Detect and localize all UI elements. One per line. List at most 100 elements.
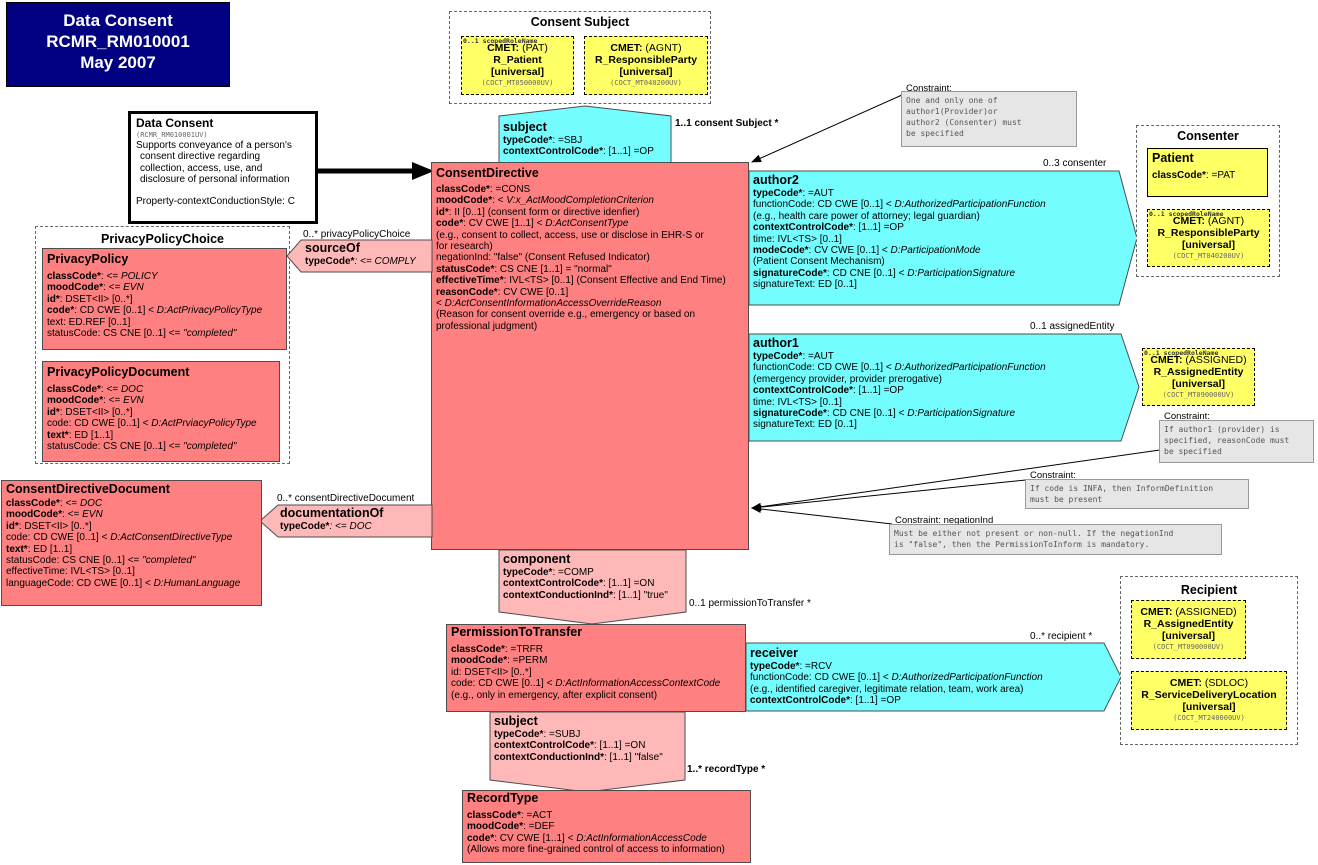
consenter-title: Consenter [1177,129,1239,143]
cmet-id: (COCT_MT090000UV) [1162,391,1235,399]
cmet-name: R_ResponsibleParty [594,54,698,66]
cmet-code: (ASSIGNED) [1185,354,1247,366]
scoped-role-name-label: 0..1 scopedRoleName [463,37,538,45]
attribute-line: statusCode: CS CNE [0..1] <= "completed" [6,555,196,567]
cmet-name: R_AssignedEntity [1153,366,1244,378]
attr-value: : <= DOC [329,521,372,532]
attribute-line: code: CD CWE [0..1] < D:ActInformationAc… [451,678,721,690]
attribute-line: text*: ED [1..1] [47,429,114,441]
cmet-flavor: [universal] [1161,630,1216,642]
privacy-policy-title: PrivacyPolicy [47,252,129,266]
patient-title: Patient [1152,151,1194,165]
attribute-line: code*: CV CWE [1..1] < D:ActInformationA… [467,832,707,844]
attribute-line: (e.g., consent to collect, access, use o… [436,229,704,241]
attribute-line: negationInd: "false" (Consent Refused In… [436,252,650,264]
attr-value: : =PAT [1205,170,1236,181]
author2-cardinality: 0..3 consenter [1043,158,1107,169]
attribute-line: professional judgment) [436,320,538,332]
attribute-line: (Allows more fine-grained control of acc… [467,844,725,856]
cmet-name: R_Patient [493,54,542,66]
attribute-line: typeCode*: =SUBJ [494,729,581,740]
privacy-policy-choice-title: PrivacyPolicyChoice [101,232,224,246]
attribute-line: code: CD CWE [0..1] < D:ActConsentDirect… [6,532,233,544]
author1-cardinality: 0..1 assignedEntity [1030,321,1115,332]
attribute-line: moodCode*: <= EVN [6,509,103,521]
attribute-line: effectiveTime*: IVL<TS> [0..1] (Consent … [436,275,726,287]
diagram-title-block: Data Consent RCMR_RM010001 May 2007 [6,2,230,87]
attribute-line: effectiveTime: IVL<TS> [0..1] [6,566,135,578]
attribute-line: id*: DSET<II> [0..*] [47,406,133,418]
attr-value: : <= COMPLY [354,256,416,267]
title-line-1: Data Consent [63,11,173,30]
attribute-line: contextControlCode*: [1..1] =OP [753,385,904,397]
attribute-line: text*: ED [1..1] [6,543,73,555]
attr-name: typeCode* [305,256,355,267]
attribute-line: contextConductionInd*: [1..1] "false" [494,751,663,763]
attribute-line: id*: II [0..1] (consent form or directiv… [436,206,640,218]
constraint-note-author: One and only one of author1(Provider)or … [901,91,1077,147]
cmet-code: (ASSIGNED) [1175,606,1237,618]
attr-value: : [1..1] =OP [603,146,654,158]
attribute-line: code: CD CWE [0..1] < D:ActPrviacyPolicy… [47,418,257,430]
cmet-service-delivery-location: CMET: (SDLOC) R_ServiceDeliveryLocation … [1131,671,1287,730]
attribute-line: (Reason for consent override e.g., emerg… [436,309,696,321]
attribute-line: typeCode*: =AUT [753,188,834,199]
attribute-line: languageCode: CD CWE [0..1] < D:HumanLan… [6,577,241,589]
attr-name: classCode* [1152,170,1206,181]
cmet-code: (SDLOC) [1204,677,1249,689]
cmet-assigned-entity-recipient: CMET: (ASSIGNED) R_AssignedEntity [unive… [1131,600,1246,659]
consent-subject-cardinality: 1..1 consent Subject * [675,118,779,129]
constraint-note-inform-definition: If code is INFA, then InformDefinition m… [1025,479,1249,509]
privacy-policy-document-class: PrivacyPolicyDocument classCode*: <= DOC… [42,361,280,462]
attribute-line: classCode*: <= POLICY [47,271,158,282]
component-title: component [503,552,571,566]
consent-directive-title: ConsentDirective [436,166,539,180]
entry-point-box: Data Consent (RCMR_RM010001UV) Supports … [128,111,318,224]
cmet-flavor: [universal] [1181,239,1236,251]
constraint-note-negation-ind: Must be either not present or non-null. … [889,524,1222,555]
attribute-line: classCode*: <= DOC [47,384,144,395]
attribute-line: (emergency provider, provider prerogativ… [753,373,942,385]
attribute-line: (e.g., health care power of attorney; le… [753,210,980,222]
attribute-line: functionCode: CD CWE [0..1] < D:Authoriz… [753,362,1046,374]
constraint-header: Constraint: [1164,411,1210,422]
cmet-flavor: [universal] [1182,701,1236,713]
receiver-cardinality: 0..* recipient * [1030,631,1093,642]
cmet-label: CMET: [1140,606,1173,618]
attribute-line: time: IVL<TS> [0..1] [753,233,842,245]
author2-title: author2 [753,173,799,187]
attribute-line: contextControlCode*: [1..1] =OP [750,695,901,707]
attribute-line: code*: CV CWE [1..1] < D:ActConsentType [436,218,629,230]
attribute-line: < D:ActConsentInformationAccessOverrideR… [436,298,662,310]
attribute-line: classCode*: =CONS [436,184,531,195]
title-line-3: May 2007 [80,53,156,72]
cmet-name: R_AssignedEntity [1143,618,1234,630]
cmet-name: R_ServiceDeliveryLocation [1141,689,1277,701]
record-type-cardinality: 1..* recordType * [687,764,766,775]
scoped-role-name-label: 0..1 scopedRoleName [1149,210,1224,218]
attribute-line: time: IVL<TS> [0..1] [753,396,842,408]
subject-association: subject typeCode*: =SBJ contextControlCo… [498,105,672,165]
cmet-flavor: [universal] [1171,378,1226,390]
cmet-label: CMET: [1169,677,1202,689]
cmet-code: (AGNT) [1207,215,1245,227]
cmet-code: (AGNT) [645,42,682,54]
cmet-responsible-party-consenter: 0..1 scopedRoleName CMET: (AGNT) R_Respo… [1147,209,1270,267]
subject-title: subject [503,120,547,134]
attribute-line: contextConductionInd*: [1..1] "true" [503,589,668,601]
cmet-responsible-party-subject: CMET: (AGNT) R_ResponsibleParty [univers… [584,36,708,95]
title-line-2: RCMR_RM010001 [46,32,190,51]
attribute-line: typeCode*: =RCV [750,661,832,672]
attribute-line: moodCode*: =PERM [451,655,548,667]
